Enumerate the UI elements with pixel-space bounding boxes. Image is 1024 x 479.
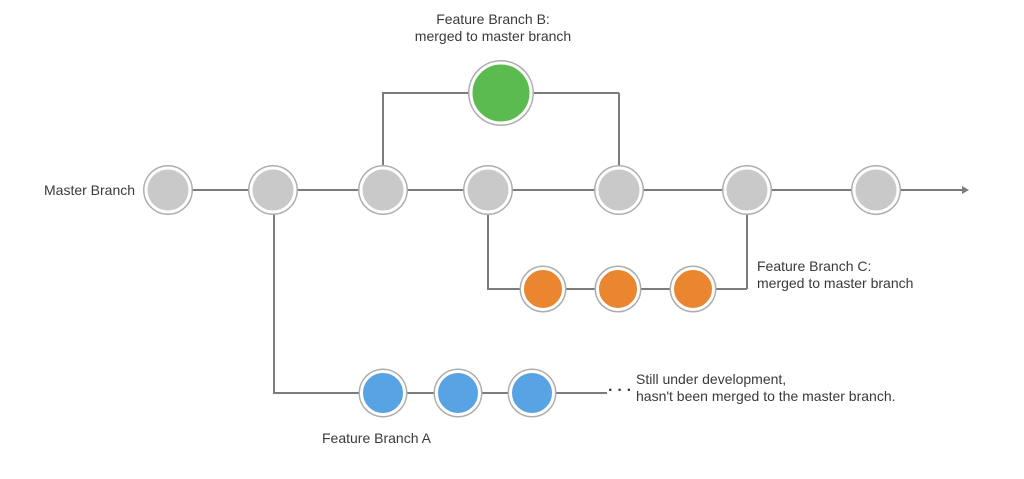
feature-branch-a-note: Still under development, hasn't been mer… [636,371,896,404]
feature-a-commit-node [435,370,481,416]
feature-branch-c-label-line1: Feature Branch C: [757,258,872,274]
feature-branch-b-label-line2: merged to master branch [414,27,572,44]
master-commit-node [464,166,512,214]
feature-branch-a-label: Feature Branch A [322,430,431,446]
master-commit-node [359,166,407,214]
feature-branch-c-label: Feature Branch C: merged to master branc… [757,258,913,291]
feature-c-commit-node [596,267,640,311]
feature-a-commit-node [360,370,406,416]
feature-branch-b-label: Feature Branch B: merged to master branc… [415,11,571,44]
master-branch-line [168,189,964,191]
master-commit-node [144,166,192,214]
feature-branch-a-note-line1: Still under development, [636,371,787,387]
arrow-right-icon [962,186,969,194]
feature-a-commit-node [509,370,555,416]
master-commit-node [249,166,297,214]
branch-a-continues-ellipsis: ··· [608,382,636,399]
branch-b-merge-line [618,93,620,190]
branch-c-fork-line [487,190,489,289]
master-commit-node [723,166,771,214]
master-commit-node [595,166,643,214]
feature-branch-a-note-line2: hasn't been merged to the master branch. [636,387,896,404]
master-commit-node [852,166,900,214]
feature-c-commit-node [521,267,565,311]
branch-a-fork-line [273,190,275,393]
branch-b-fork-line [382,93,384,190]
master-branch-label: Master Branch [44,182,136,198]
branch-c-merge-line [746,190,748,289]
feature-c-commit-node [671,267,715,311]
feature-branch-b-label-line1: Feature Branch B: [436,11,550,27]
feature-b-commit-node [469,61,533,125]
feature-branch-c-label-line2: merged to master branch [757,274,914,291]
